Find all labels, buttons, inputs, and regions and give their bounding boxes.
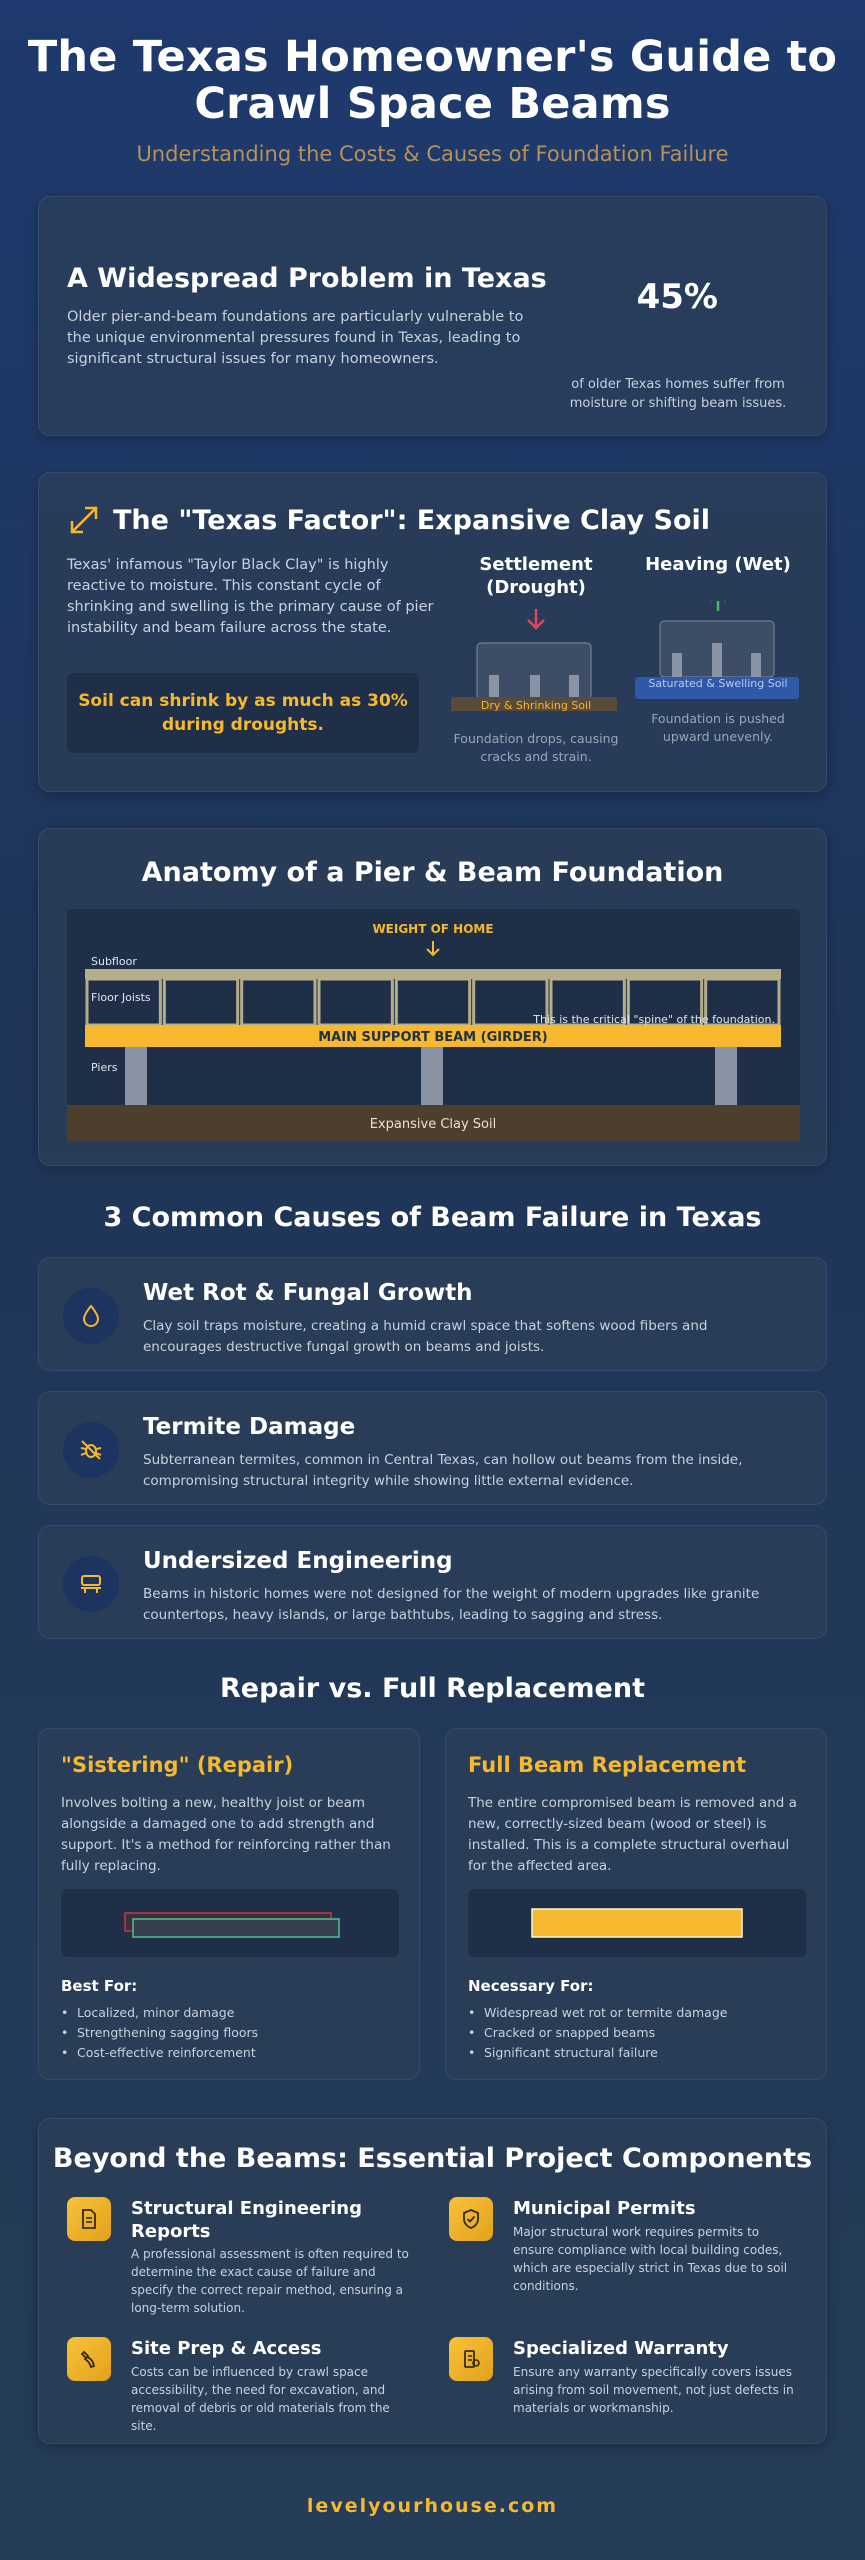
list-item: Widespread wet rot or termite damage [468, 2003, 727, 2023]
list-item: Cost-effective reinforcement [61, 2043, 258, 2063]
document-icon [82, 2209, 96, 2229]
wet-soil-label: Saturated & Swelling Soil [648, 677, 788, 690]
component-title: Specialized Warranty [513, 2338, 729, 2359]
component-title: Site Prep & Access [131, 2338, 322, 2359]
texas-factor-body: Texas' infamous "Taylor Black Clay" is h… [67, 557, 434, 636]
list-item: Strengthening sagging floors [61, 2023, 258, 2043]
texas-factor-card: The "Texas Factor": Expansive Clay Soil … [38, 472, 827, 792]
expand-arrows-icon [70, 506, 98, 534]
pier [421, 1047, 443, 1105]
settlement-caption: Foundation drops, causing cracks and str… [453, 731, 619, 764]
texas-factor-heading: The "Texas Factor": Expansive Clay Soil [113, 505, 711, 536]
piers-label: Piers [91, 1061, 118, 1074]
header: The Texas Homeowner's Guide to Crawl Spa… [0, 0, 865, 167]
countertop-icon [81, 1575, 101, 1593]
component-desc: A professional assessment is often requi… [131, 2247, 409, 2315]
up-arrow-icon [709, 591, 727, 611]
weight-label: WEIGHT OF HOME [372, 922, 493, 936]
sistering-list: Localized, minor damage Strengthening sa… [61, 2003, 258, 2063]
heaving-title: Heaving (Wet) [645, 554, 791, 575]
spine-note: This is the critical "spine" of the foun… [532, 1013, 775, 1026]
replacement-visual [468, 1889, 806, 1957]
cause-termites: Termite Damage Subterranean termites, co… [38, 1391, 827, 1505]
component-desc: Costs can be influenced by crawl space a… [131, 2365, 390, 2433]
sistering-desc: Involves bolting a new, healthy joist or… [61, 1795, 391, 1874]
shield-check-icon [463, 2209, 479, 2229]
page-title: The Texas Homeowner's Guide to Crawl Spa… [27, 32, 838, 129]
replacement-card: Full Beam Replacement The entire comprom… [445, 1728, 827, 2080]
cause-title: Undersized Engineering [143, 1548, 453, 1574]
anatomy-heading: Anatomy of a Pier & Beam Foundation [141, 857, 724, 888]
cause-desc: Beams in historic homes were not designe… [143, 1586, 760, 1623]
cause-desc: Clay soil traps moisture, creating a hum… [143, 1318, 708, 1355]
component-desc: Ensure any warranty specifically covers … [513, 2365, 794, 2415]
problem-body: Older pier-and-beam foundations are part… [67, 309, 524, 367]
down-arrow-icon [426, 941, 440, 957]
beam-label: MAIN SUPPORT BEAM (GIRDER) [318, 1030, 547, 1045]
heaving-caption: Foundation is pushed upward unevenly. [651, 711, 785, 744]
clay-soil-label: Expansive Clay Soil [370, 1117, 496, 1132]
settlement-diagram [451, 609, 617, 719]
pier [715, 1047, 737, 1105]
list-item: Localized, minor damage [61, 2003, 258, 2023]
replacement-desc: The entire compromised beam is removed a… [468, 1795, 797, 1874]
hand-tool-icon [80, 2350, 96, 2369]
problem-stat: 45% [636, 277, 718, 317]
component-desc: Major structural work requires permits t… [513, 2225, 788, 2293]
page-subtitle: Understanding the Costs & Causes of Foun… [136, 142, 729, 166]
problem-heading: A Widespread Problem in Texas [67, 263, 547, 294]
repair-heading: Repair vs. Full Replacement [220, 1673, 645, 1704]
cause-wet-rot: Wet Rot & Fungal Growth Clay soil traps … [38, 1257, 827, 1371]
settlement-column: Settlement (Drought) Dry & Shrinking Soi… [451, 553, 621, 766]
cause-title: Wet Rot & Fungal Growth [143, 1280, 473, 1306]
cause-desc: Subterranean termites, common in Central… [143, 1452, 743, 1489]
foundation-diagram: WEIGHT OF HOME Subfloor Floor Joists Thi… [67, 909, 800, 1141]
components-card: Beyond the Beams: Essential Project Comp… [38, 2118, 827, 2444]
problem-stat-desc: of older Texas homes suffer from moistur… [569, 377, 787, 411]
sistering-title: "Sistering" (Repair) [61, 1753, 294, 1777]
list-item: Significant structural failure [468, 2043, 727, 2063]
subfloor-label: Subfloor [91, 955, 137, 968]
list-item: Cracked or snapped beams [468, 2023, 727, 2043]
bug-icon [80, 1440, 102, 1460]
settlement-title: Settlement (Drought) [479, 554, 593, 598]
warranty-icon [464, 2350, 480, 2368]
heaving-diagram [635, 591, 799, 699]
cause-title: Termite Damage [143, 1414, 356, 1440]
texas-factor-callout: Soil can shrink by as much as 30% during… [67, 673, 419, 753]
replacement-list-title: Necessary For: [468, 1977, 594, 1995]
replacement-title: Full Beam Replacement [468, 1753, 747, 1777]
cause-undersized: Undersized Engineering Beams in historic… [38, 1525, 827, 1639]
heaving-column: Heaving (Wet) Saturated & Swelling Soil … [633, 553, 803, 746]
causes-heading: 3 Common Causes of Beam Failure in Texas [103, 1202, 762, 1233]
replacement-list: Widespread wet rot or termite damage Cra… [468, 2003, 727, 2063]
down-arrow-icon [527, 609, 545, 630]
pier [125, 1047, 147, 1105]
dry-soil-label: Dry & Shrinking Soil [480, 699, 592, 712]
anatomy-card: Anatomy of a Pier & Beam Foundation WEIG… [38, 828, 827, 1166]
component-title: Municipal Permits [513, 2198, 696, 2219]
water-drop-icon [82, 1304, 100, 1327]
sistering-card: "Sistering" (Repair) Involves bolting a … [38, 1728, 420, 2080]
joists-label: Floor Joists [91, 991, 151, 1004]
sistering-list-title: Best For: [61, 1977, 138, 1995]
footer-site[interactable]: levelyourhouse.com [306, 2495, 559, 2517]
component-title: Structural Engineering Reports [131, 2198, 362, 2242]
sistering-visual [61, 1889, 399, 1957]
problem-card: A Widespread Problem in Texas Older pier… [38, 196, 827, 436]
components-heading: Beyond the Beams: Essential Project Comp… [52, 2143, 813, 2174]
